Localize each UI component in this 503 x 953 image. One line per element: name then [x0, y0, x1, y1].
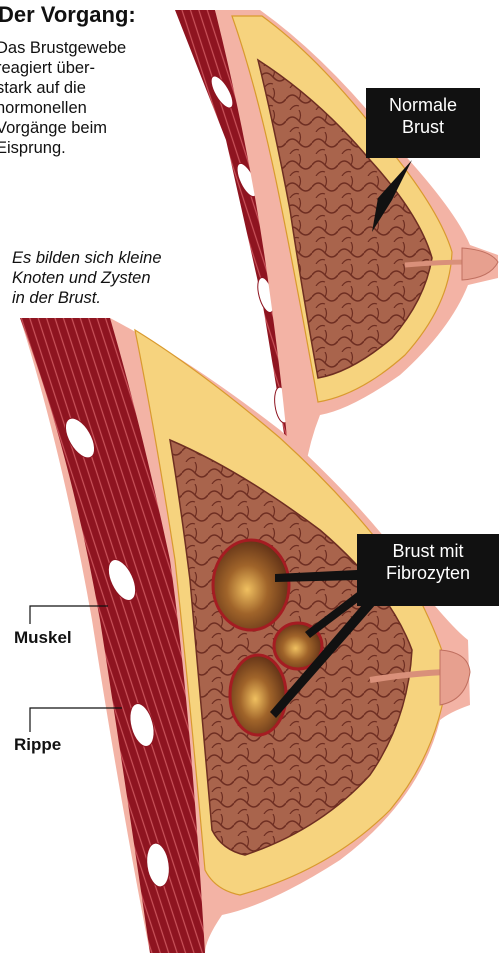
label-rippe: Rippe — [14, 735, 61, 755]
fibro-breast — [20, 318, 470, 953]
callout-normal-breast: Normale Brust — [366, 88, 480, 158]
page-title: Der Vorgang: — [0, 2, 136, 28]
process-description: Das Brustgewebe reagiert über- stark auf… — [0, 38, 166, 158]
upper-duct — [405, 262, 470, 265]
cyst-large — [213, 540, 289, 630]
nodules-note: Es bilden sich kleine Knoten und Zysten … — [12, 248, 212, 308]
callout-fibrocysts: Brust mit Fibrozyten — [357, 534, 499, 606]
cyst-medium — [230, 655, 286, 735]
label-muskel: Muskel — [14, 628, 72, 648]
